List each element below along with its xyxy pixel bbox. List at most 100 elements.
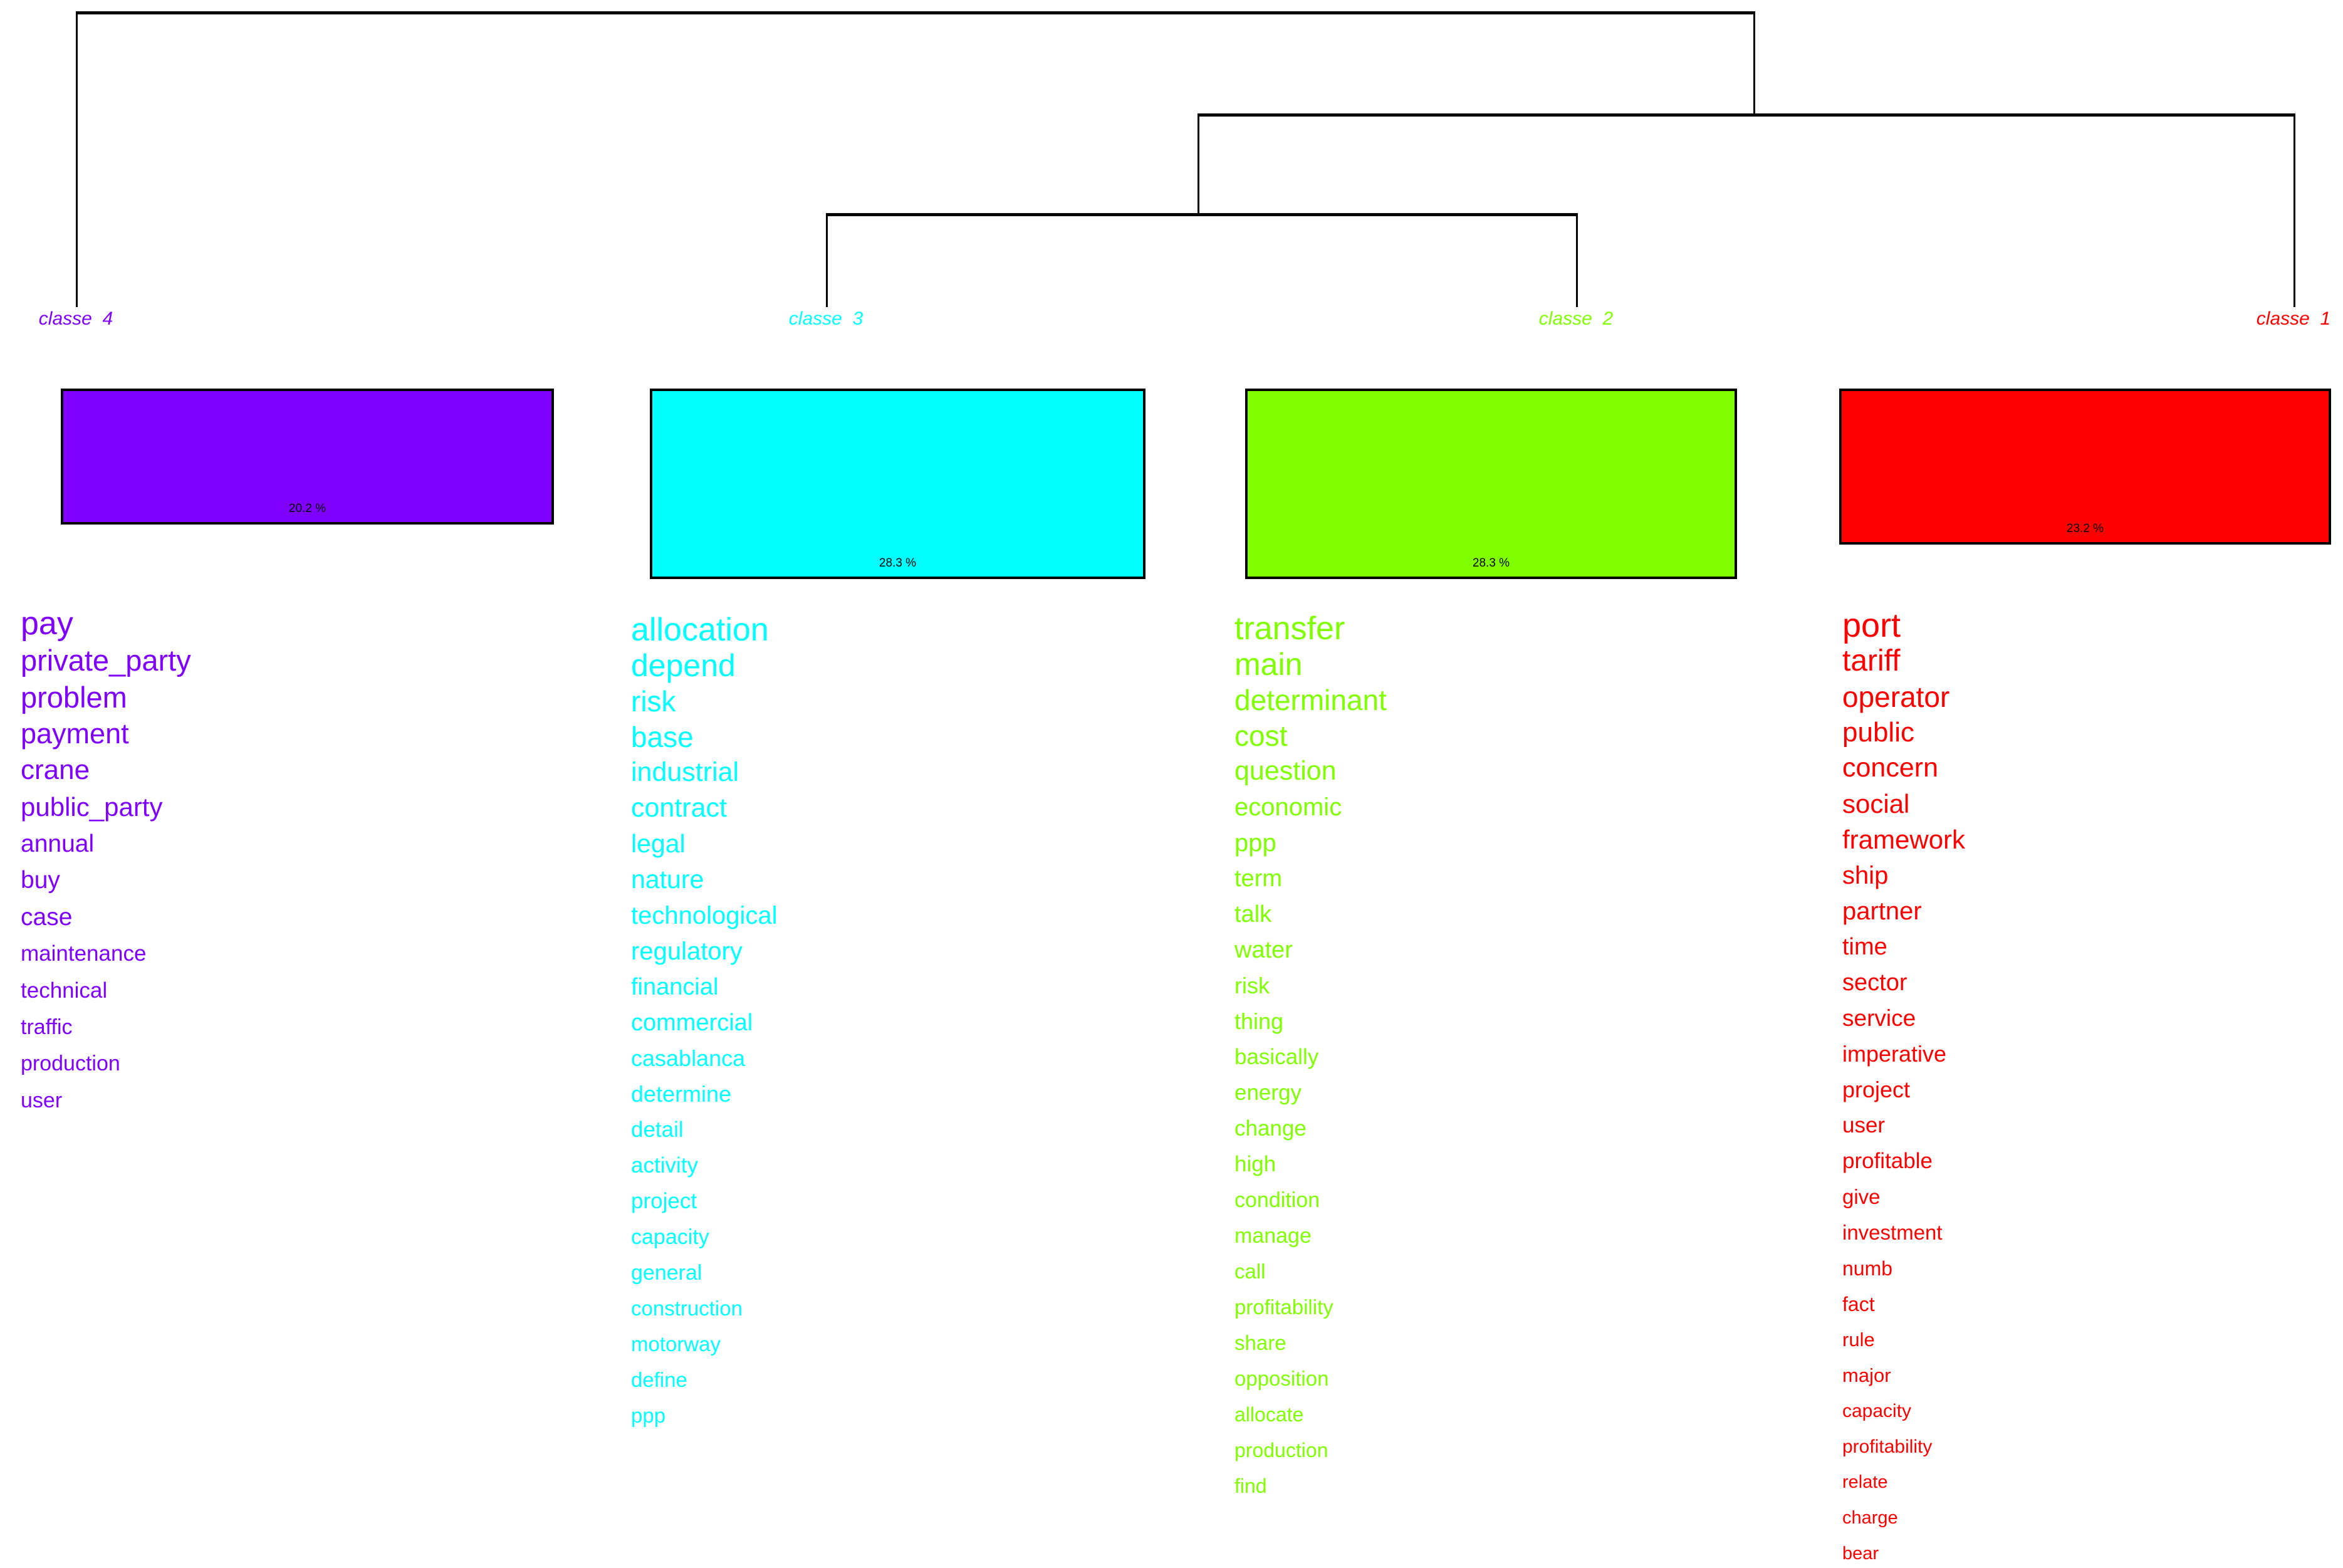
class-word: determinant xyxy=(1234,683,1387,716)
class-word: sector xyxy=(1842,969,1907,996)
class-word: construction xyxy=(631,1297,743,1320)
class-word: service xyxy=(1842,1005,1916,1031)
dendrogram-branch-classe1-vline xyxy=(2293,113,2295,307)
class-percentage: 28.3 % xyxy=(1472,557,1510,570)
class-word: profitable xyxy=(1842,1149,1933,1173)
class-word: thing xyxy=(1234,1008,1284,1034)
class-word: crane xyxy=(21,755,90,786)
dendrogram-junction1-vline xyxy=(1753,11,1755,115)
class-word: private_party xyxy=(21,644,191,677)
class-word: allocate xyxy=(1234,1403,1304,1426)
class-word: find xyxy=(1234,1474,1267,1497)
class-word: share xyxy=(1234,1331,1286,1354)
class-size-box: 28.3 % xyxy=(1245,389,1737,579)
class-word: fact xyxy=(1842,1292,1875,1315)
class-size-box: 28.3 % xyxy=(650,389,1145,579)
class-word: high xyxy=(1234,1152,1276,1176)
class-percentage: 28.3 % xyxy=(879,557,917,570)
class-word: talk xyxy=(1234,901,1272,928)
class-word: ppp xyxy=(631,1404,666,1427)
class-word: operator xyxy=(1842,680,1950,713)
class-word: tariff xyxy=(1842,644,1901,677)
class-word: energy xyxy=(1234,1080,1302,1105)
class-word: regulatory xyxy=(631,937,743,965)
class-word: term xyxy=(1234,865,1282,892)
class-word: maintenance xyxy=(21,941,147,966)
class-word: call xyxy=(1234,1260,1266,1283)
class-word: determine xyxy=(631,1080,732,1107)
class-word: partner xyxy=(1842,897,1922,925)
class-word: manage xyxy=(1234,1223,1312,1248)
class-word: contract xyxy=(631,793,727,823)
class-word: base xyxy=(631,720,694,753)
class-word: activity xyxy=(631,1153,698,1178)
dendrogram-branch-classe3-vline xyxy=(826,213,828,307)
class-word: transfer xyxy=(1234,610,1345,647)
class-word: social xyxy=(1842,788,1910,818)
class-word: opposition xyxy=(1234,1367,1329,1390)
class-word: change xyxy=(1234,1116,1307,1141)
class-word: concern xyxy=(1842,753,1938,783)
class-word: port xyxy=(1842,606,1901,644)
class-word: profitability xyxy=(1234,1295,1333,1319)
class-word: relate xyxy=(1842,1472,1888,1492)
class-word: commercial xyxy=(631,1009,753,1036)
class-word: financial xyxy=(631,973,719,1000)
class-percentage: 20.2 % xyxy=(288,502,326,515)
class-word: annual xyxy=(21,830,95,857)
class-word: rule xyxy=(1842,1329,1875,1351)
class-label: classe 2 xyxy=(1538,308,1614,329)
class-word: define xyxy=(631,1368,687,1391)
class-word: detail xyxy=(631,1117,684,1142)
class-word: time xyxy=(1842,933,1887,960)
class-word: risk xyxy=(631,684,676,718)
class-word: pay xyxy=(21,605,73,642)
class-word: major xyxy=(1842,1364,1891,1386)
class-label: classe 1 xyxy=(2256,308,2331,329)
class-word: legal xyxy=(631,829,686,858)
class-word: economic xyxy=(1234,793,1342,821)
class-word: case xyxy=(21,903,73,931)
class-word: buy xyxy=(21,867,60,894)
class-word: public xyxy=(1842,716,1914,748)
class-word: main xyxy=(1234,646,1303,682)
class-word: framework xyxy=(1842,824,1966,854)
class-word: question xyxy=(1234,756,1337,786)
class-word: project xyxy=(1842,1076,1911,1102)
class-word: risk xyxy=(1234,972,1270,998)
dendrogram-level3-hline xyxy=(826,213,1578,216)
class-word: public_party xyxy=(21,792,163,822)
dendrogram-root-hline xyxy=(76,11,1755,14)
class-word: traffic xyxy=(21,1015,73,1039)
class-word: capacity xyxy=(1842,1400,1912,1421)
dendrogram-junction2-vline xyxy=(1198,113,1199,215)
dendrogram-level2-hline xyxy=(1198,113,2295,117)
class-word: charge xyxy=(1842,1508,1898,1528)
class-word: general xyxy=(631,1260,702,1285)
class-label: classe 4 xyxy=(38,308,113,329)
class-size-box: 23.2 % xyxy=(1839,389,2331,545)
class-word: capacity xyxy=(631,1225,709,1249)
class-word: technical xyxy=(21,978,108,1003)
class-word: motorway xyxy=(631,1332,721,1356)
class-word: technological xyxy=(631,901,778,929)
class-word: give xyxy=(1842,1185,1881,1208)
class-word: payment xyxy=(21,718,129,750)
class-word: depend xyxy=(631,647,736,683)
class-word: user xyxy=(21,1088,63,1112)
class-word: casablanca xyxy=(631,1045,746,1071)
class-word: production xyxy=(21,1052,120,1076)
class-word: nature xyxy=(631,865,704,894)
class-word: investment xyxy=(1842,1221,1943,1244)
class-word: condition xyxy=(1234,1188,1320,1212)
class-word: profitability xyxy=(1842,1436,1933,1457)
class-percentage: 23.2 % xyxy=(2066,522,2104,535)
class-word: user xyxy=(1842,1113,1886,1137)
class-label: classe 3 xyxy=(788,308,864,329)
class-word: cost xyxy=(1234,719,1288,752)
class-word: imperative xyxy=(1842,1040,1947,1067)
